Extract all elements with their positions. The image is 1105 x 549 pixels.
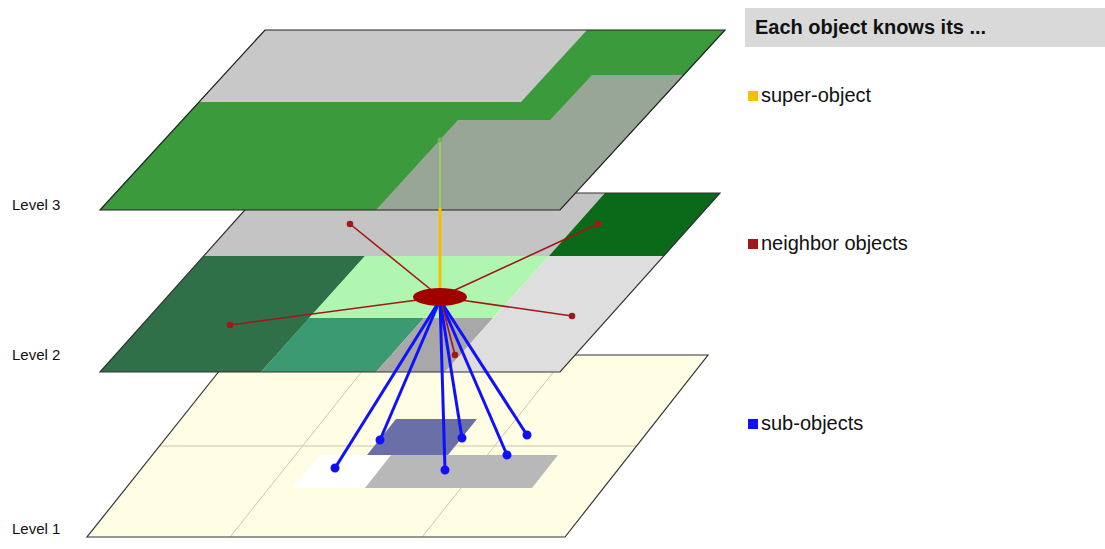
- level-label: Level 2: [12, 346, 60, 363]
- legend-header: Each object knows its ...: [745, 8, 1105, 47]
- legend-swatch: [748, 91, 758, 101]
- legend-swatch: [748, 419, 758, 429]
- level-label: Level 3: [12, 196, 60, 213]
- legend-text: super-object: [761, 84, 871, 107]
- legend-text: neighbor objects: [761, 232, 908, 255]
- level-label: Level 1: [12, 520, 60, 537]
- legend-item: super-object: [748, 84, 871, 107]
- legend-text: sub-objects: [761, 412, 863, 435]
- legend-item: sub-objects: [748, 412, 863, 435]
- legend-swatch: [748, 239, 758, 249]
- legend-item: neighbor objects: [748, 232, 908, 255]
